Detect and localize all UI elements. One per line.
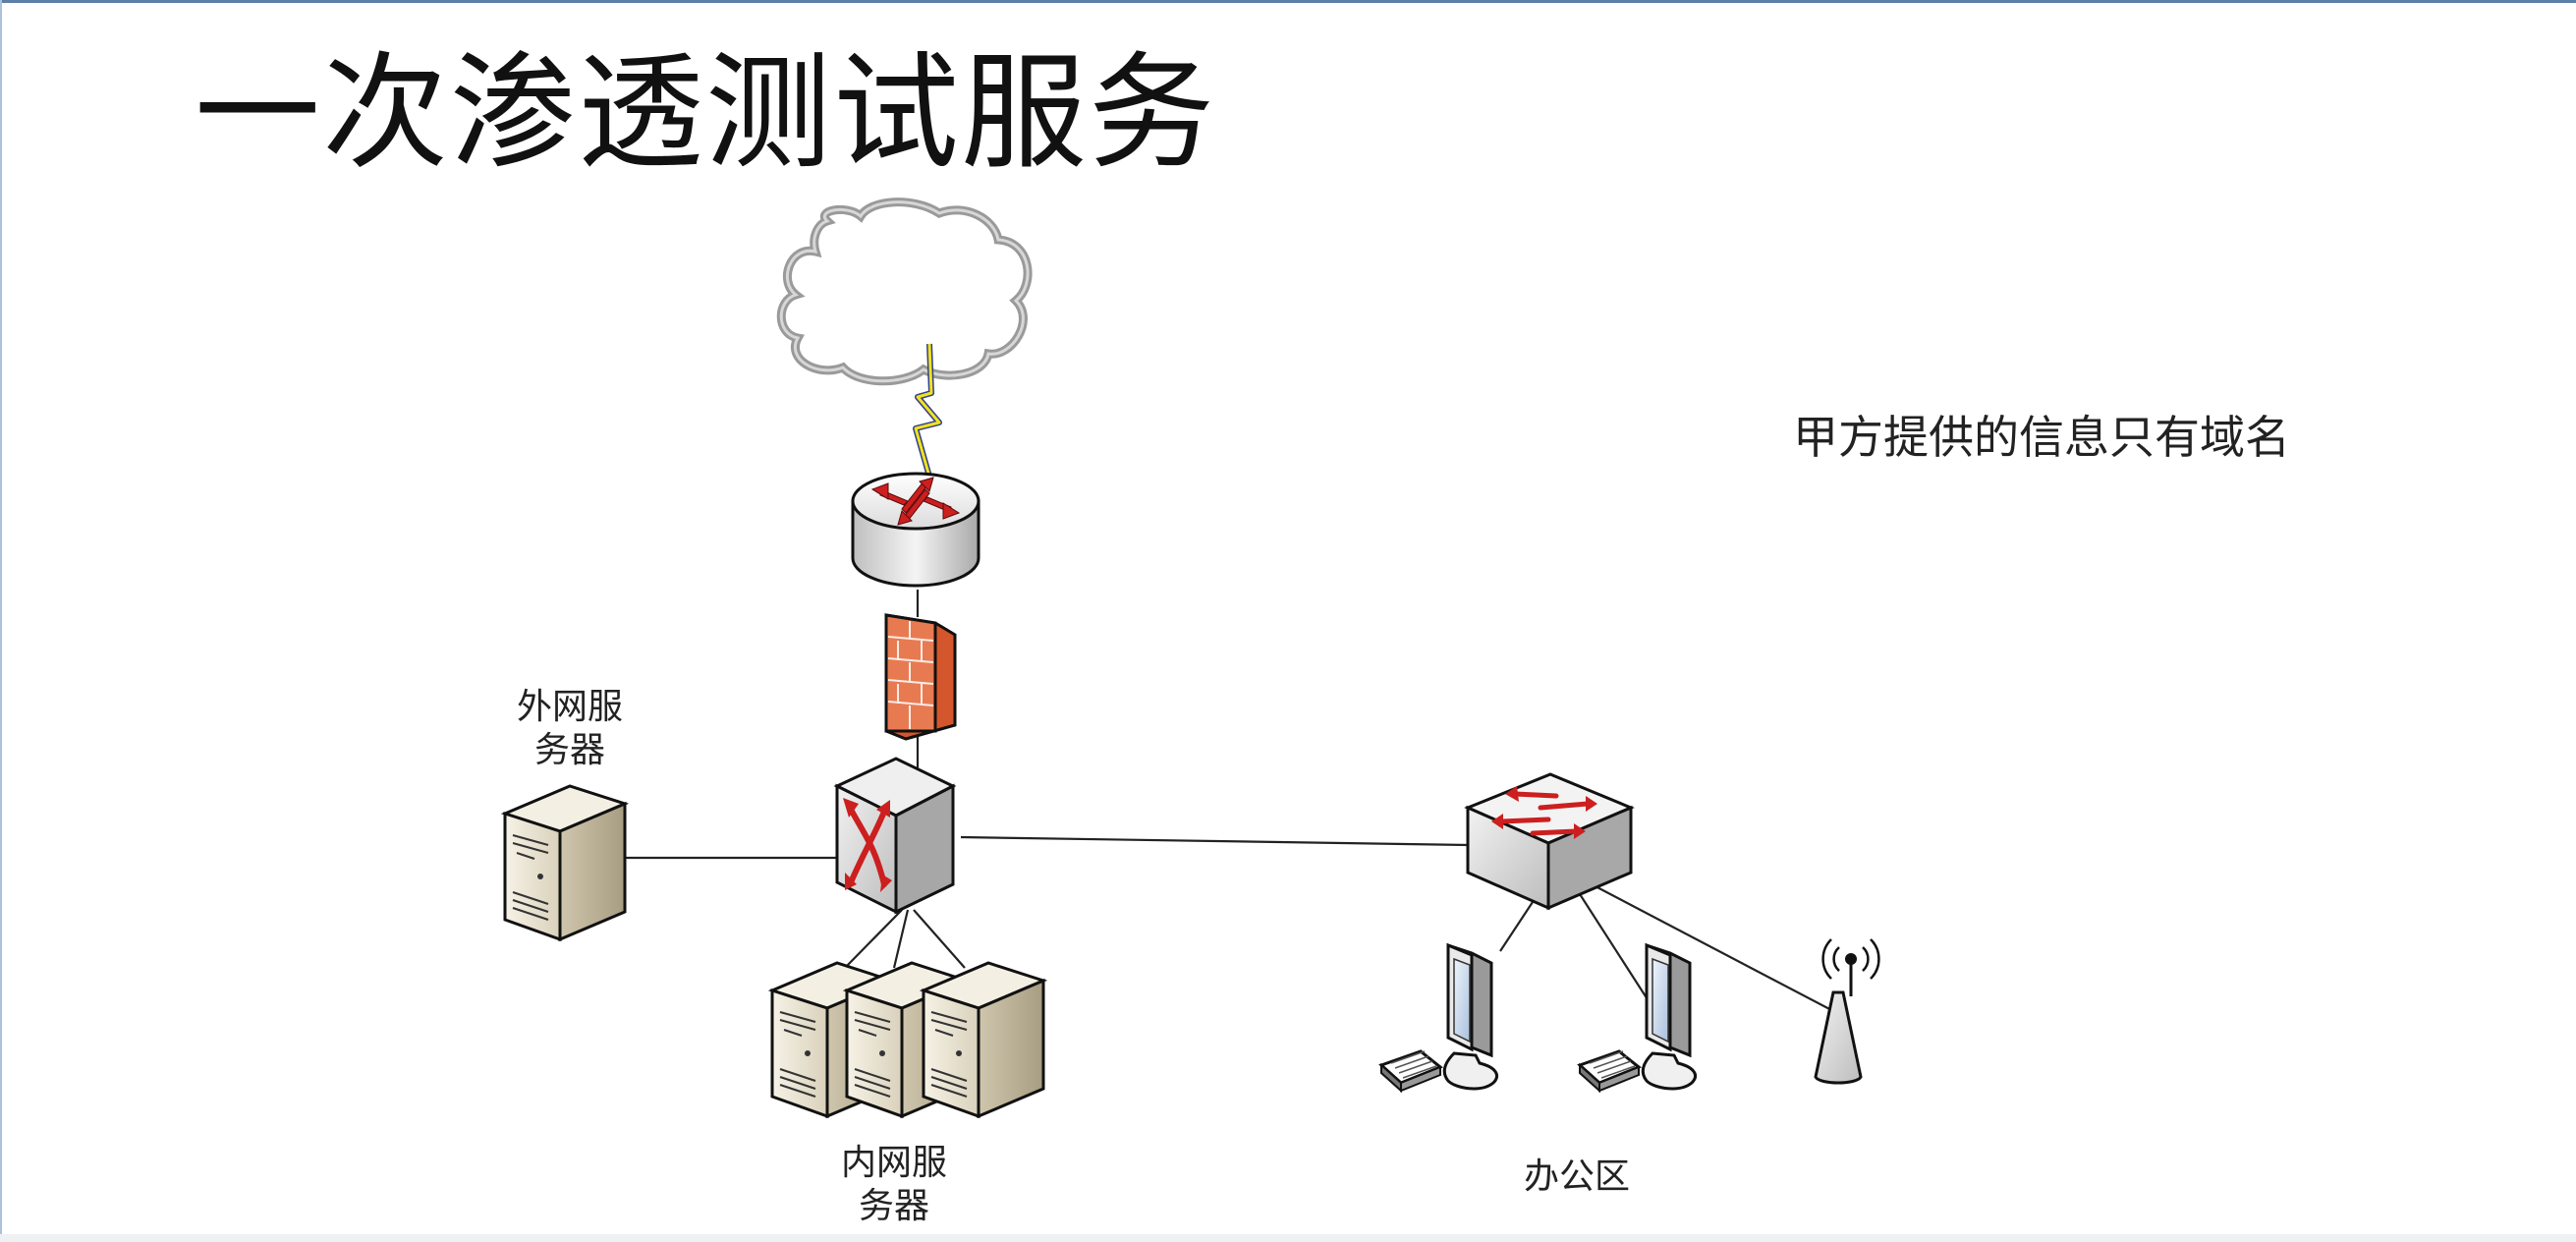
router-icon [851, 472, 980, 588]
slide-left-border [0, 0, 2, 1242]
workstation-icon [1379, 943, 1499, 1093]
link-office-ap [1591, 883, 1836, 1013]
link-switch-srv1 [844, 909, 903, 969]
slide-bottom-strip [0, 1234, 2576, 1242]
link-switch-srv3 [913, 909, 966, 969]
core-switch-icon [833, 757, 957, 915]
cloud-icon [776, 198, 1033, 386]
connection-lines [625, 590, 1836, 1013]
internal-servers-icon [770, 961, 1045, 1118]
wireless-ap-icon [1814, 938, 1880, 1085]
info-note: 甲方提供的信息只有域名 [1793, 411, 2290, 464]
workstation-icon [1578, 943, 1698, 1093]
office-area-label: 办公区 [1523, 1157, 1630, 1197]
slide-title: 一次渗透测试服务 [195, 40, 1217, 187]
link-switch-srv2 [892, 909, 910, 969]
internal-server-label: 内网服 务器 [815, 1142, 973, 1228]
external-server-label-line1: 外网服 [516, 687, 623, 727]
external-server-icon [503, 784, 627, 941]
external-server-label: 外网服 务器 [491, 686, 648, 772]
link-office-pc2 [1579, 893, 1653, 1008]
lightning-icon [913, 343, 942, 484]
firewall-icon [884, 613, 957, 741]
external-server-label-line2: 务器 [533, 730, 605, 770]
internal-server-label-line1: 内网服 [840, 1143, 947, 1183]
office-switch-icon [1464, 772, 1635, 911]
link-office-pc1 [1499, 901, 1534, 952]
slide-top-border [0, 0, 2576, 3]
link-switch-officeswitch [960, 835, 1470, 847]
internal-server-label-line2: 务器 [858, 1186, 929, 1226]
